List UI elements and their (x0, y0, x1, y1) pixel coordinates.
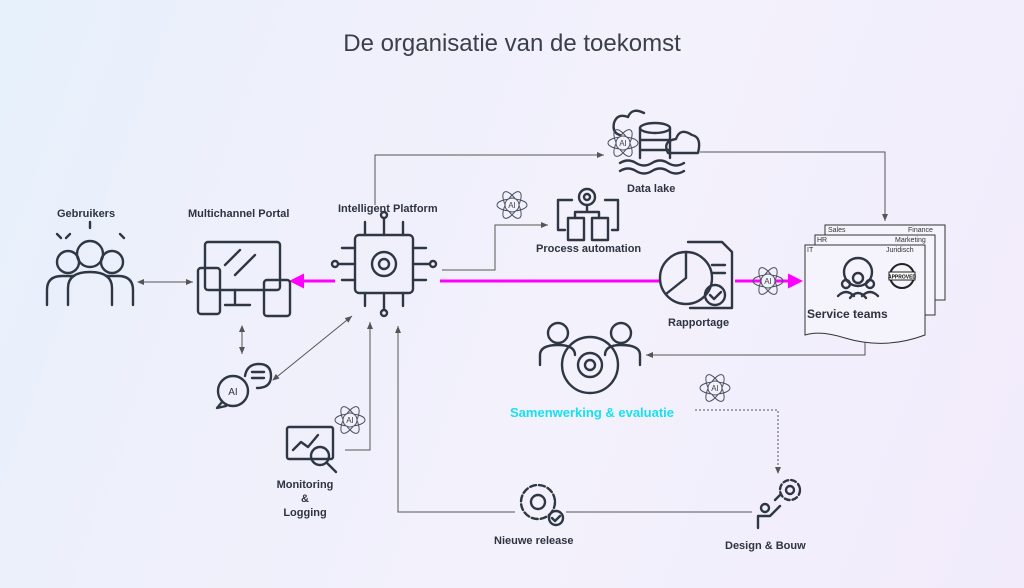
portal-label: Multichannel Portal (188, 208, 290, 220)
datalake-service-link (700, 151, 888, 221)
collaboration-gear-icon (538, 321, 642, 395)
ai-badge-icon: AI (496, 188, 528, 222)
ai-badge-icon: AI (334, 403, 366, 437)
tab-it: IT (807, 247, 814, 254)
tab-sales: Sales (828, 227, 846, 234)
service-collab-link (646, 332, 866, 358)
process-automation-icon (556, 187, 620, 242)
gear-check-icon (519, 483, 565, 527)
users-icon (45, 220, 135, 307)
database-cloud-icon (612, 109, 701, 175)
datalake-label: Data lake (627, 183, 676, 195)
svg-text:AI: AI (508, 201, 516, 210)
monitoring-icon (285, 425, 338, 474)
service-teams-stack: Sales Finance HR Marketing IT Juridisch … (804, 224, 946, 344)
svg-text:AI: AI (711, 384, 719, 393)
platform-label: Intelligent Platform (338, 203, 438, 215)
report-label: Rapportage (668, 317, 730, 329)
design-label: Design & Bouw (725, 540, 806, 552)
users-label: Gebruikers (57, 208, 116, 220)
ai-badge-icon: AI (699, 371, 731, 405)
chat-platform-link (272, 315, 353, 381)
platform-datalake-link (374, 152, 604, 205)
design-build-icon (756, 478, 802, 530)
release-label: Nieuwe release (494, 535, 574, 547)
tab-juridisch: Juridisch (886, 247, 914, 254)
ai-badge-icon: AI (607, 126, 639, 160)
process-label: Process automation (536, 243, 642, 255)
collab-design-link (695, 409, 781, 474)
monitoring-label: Monitoring&Logging (276, 479, 334, 519)
tab-finance: Finance (908, 227, 933, 234)
page-title: De organisatie van de toekomst (343, 30, 681, 57)
connectors (137, 151, 888, 513)
release-platform-link (395, 326, 515, 513)
svg-text:AI: AI (764, 277, 772, 286)
chip-gear-icon (330, 210, 438, 318)
platform-process-link (442, 222, 548, 271)
devices-icon (196, 240, 292, 318)
svg-text:AI: AI (619, 139, 627, 148)
svg-text:AI: AI (346, 416, 354, 425)
monitoring-platform-link (345, 322, 373, 451)
ai-badge-icon: AI (752, 264, 784, 298)
report-chart-icon (658, 240, 734, 310)
tab-marketing: Marketing (895, 237, 926, 244)
tab-hr: HR (817, 237, 827, 244)
collab-label: Samenwerking & evaluatie (510, 405, 675, 420)
ai-chat-label: AI (228, 387, 237, 398)
service-label: Service teams (807, 307, 888, 321)
team-gear-icon (836, 256, 880, 300)
ai-badges: AI AI AI AI AI (334, 126, 784, 437)
stamp-text: APPROVED (888, 275, 916, 281)
ai-chat-icon (215, 362, 273, 410)
